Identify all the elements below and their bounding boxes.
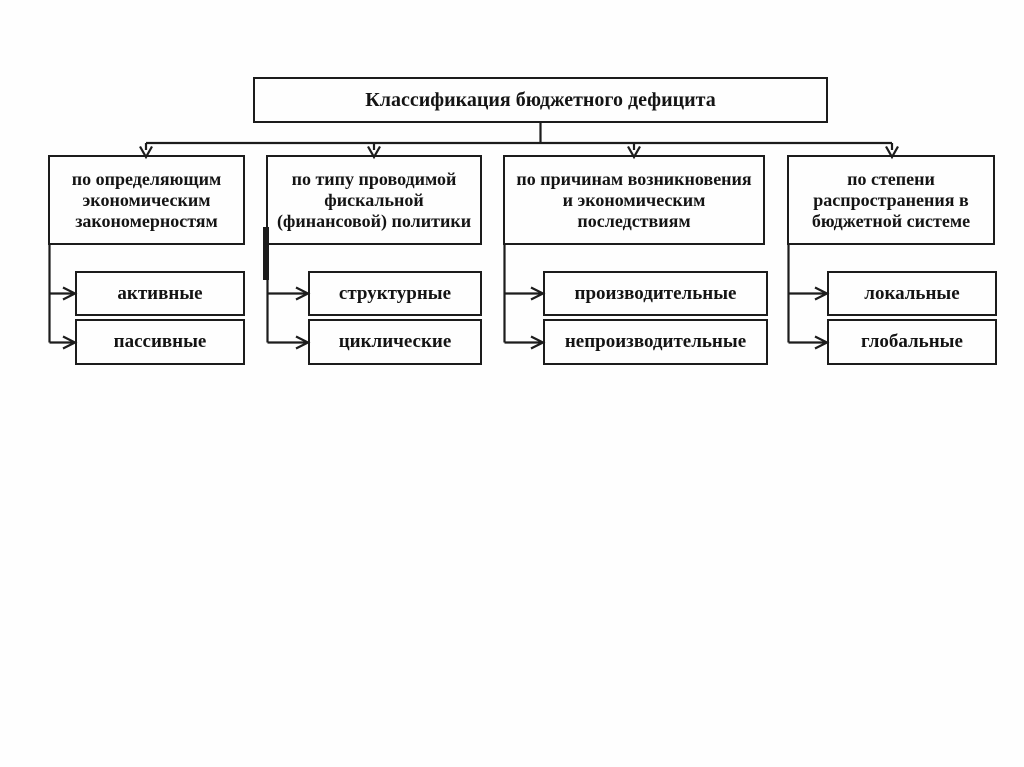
category-box-spread-degree: по степени распространения в бюджетной с… xyxy=(787,155,995,245)
leaf-box-unproductive: непроизводительные xyxy=(543,319,768,365)
branch-3-connector xyxy=(503,244,546,350)
arrow-right-icon xyxy=(62,335,78,350)
leaf-box-local: локальные xyxy=(827,271,997,316)
root-title-box: Классификация бюджетного дефицита xyxy=(253,77,828,123)
arrow-right-icon xyxy=(814,286,830,301)
branch-4-connector xyxy=(787,244,830,350)
leaf-box-cyclical: циклические xyxy=(308,319,482,365)
category-box-economic-patterns: по определяющим экономическим закономерн… xyxy=(48,155,245,245)
category-box-fiscal-policy-type: по типу проводимой фискальной (финансово… xyxy=(266,155,482,245)
top-tree-connector xyxy=(139,122,899,160)
branch-2-connector xyxy=(263,227,311,350)
arrow-right-icon xyxy=(530,335,546,350)
leaf-box-structural: структурные xyxy=(308,271,482,316)
branch-1-connector xyxy=(48,244,78,350)
arrow-right-icon xyxy=(295,335,311,350)
category-box-causes-consequences: по причинам возникновения и экономически… xyxy=(503,155,765,245)
arrow-right-icon xyxy=(814,335,830,350)
arrow-right-icon xyxy=(530,286,546,301)
arrow-right-icon xyxy=(62,286,78,301)
leaf-box-global: глобальные xyxy=(827,319,997,365)
arrow-right-icon xyxy=(295,286,311,301)
leaf-box-passive: пассивные xyxy=(75,319,245,365)
leaf-box-productive: производительные xyxy=(543,271,768,316)
leaf-box-active: активные xyxy=(75,271,245,316)
